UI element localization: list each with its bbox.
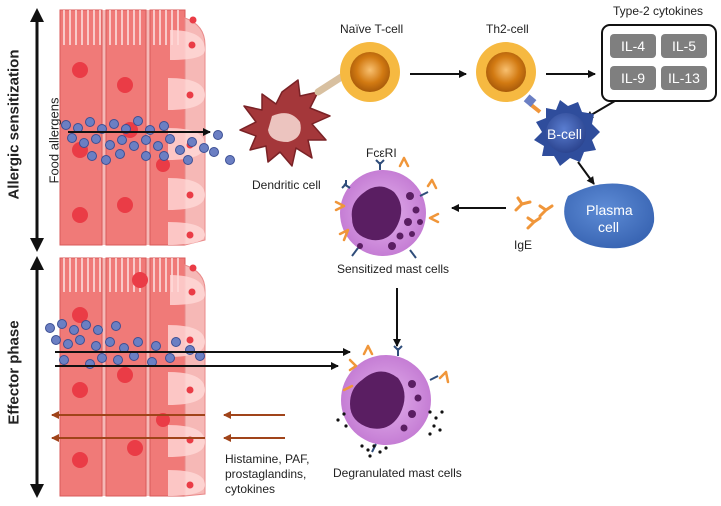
th2-cell-label: Th2-cell	[486, 22, 529, 36]
th2-cell	[476, 42, 536, 102]
degranulated-mast-cell	[336, 344, 450, 458]
naive-tcell-label: Naïve T-cell	[340, 22, 404, 36]
plasma-cell	[564, 183, 655, 249]
ige-antibodies	[514, 196, 554, 230]
intestinal-epithelium-bottom	[59, 257, 206, 497]
cytokines-box: IL-4 IL-5 IL-9 IL-13	[601, 24, 717, 102]
dendritic-cell	[239, 79, 331, 167]
b-cell	[523, 94, 600, 166]
mediators-label-line1: Histamine, PAF,	[225, 452, 310, 466]
fceri-label: FcεRI	[366, 146, 397, 160]
degranulated-mast-cells-label: Degranulated mast cells	[333, 466, 462, 480]
cytokine-il4: IL-4	[610, 34, 656, 58]
naive-tcell	[340, 42, 400, 102]
ige-label: IgE	[514, 238, 533, 252]
allergic-sensitization-label: Allergic sensitization	[5, 49, 23, 200]
sensitized-mast-cells-label: Sensitized mast cells	[337, 262, 450, 276]
plasma-cell-label-line2: cell	[598, 219, 620, 235]
cytokine-il5: IL-5	[661, 34, 707, 58]
food-allergens-label: Food allergens	[46, 97, 62, 184]
effector-phase-arrow	[30, 256, 44, 498]
cytokine-il9: IL-9	[610, 66, 656, 90]
cytokine-il13: IL-13	[661, 66, 707, 90]
mediator-arrows	[51, 411, 285, 442]
plasma-cell-label-line1: Plasma	[586, 202, 633, 218]
bcell-to-plasma-arrow	[577, 161, 595, 185]
sensitized-mast-cell	[334, 156, 440, 259]
sensitization-phase-arrow	[30, 8, 44, 252]
food-allergen-particles-bottom	[45, 319, 205, 369]
dendritic-cell-label: Dendritic cell	[252, 178, 321, 192]
type2-cytokines-label: Type-2 cytokines	[613, 4, 704, 18]
mediators-label-line2: prostaglandins,	[225, 467, 307, 481]
mediators-label-line3: cytokines	[225, 482, 276, 496]
b-cell-label: B-cell	[547, 126, 583, 142]
effector-phase-label: Effector phase	[5, 320, 23, 425]
